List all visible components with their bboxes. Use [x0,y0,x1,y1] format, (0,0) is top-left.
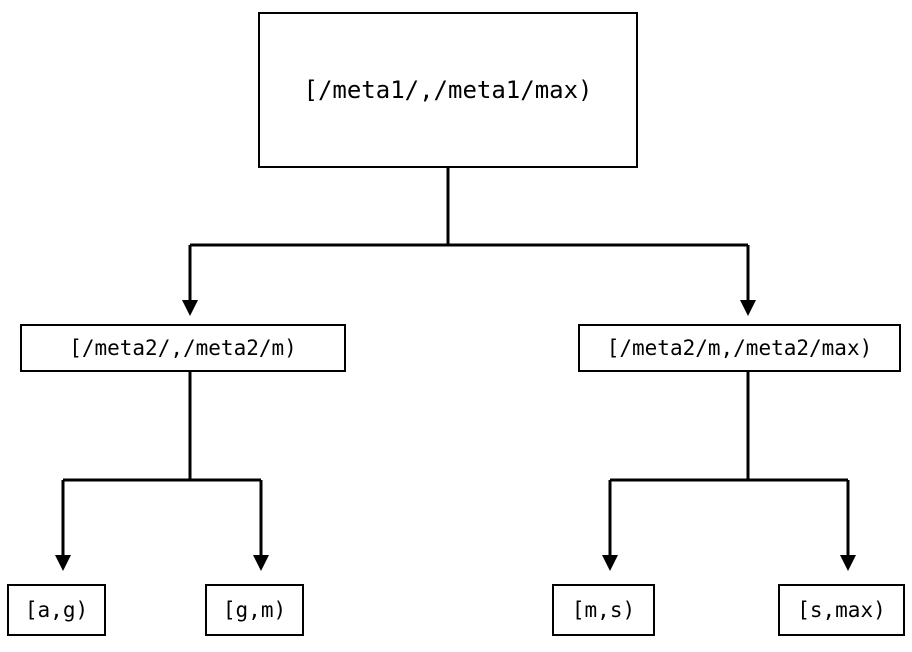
arrowhead-icon-leaf-gm [253,555,269,571]
node-leaf-smax-label: [s,max) [797,597,886,622]
node-root-label: [/meta1/,/meta1/max) [303,76,593,104]
node-leaf-ag-label: [a,g) [24,597,89,622]
node-mid-left[interactable]: [/meta2/,/meta2/m) [20,324,346,372]
arrowhead-icon-mid-right [740,300,756,316]
node-root[interactable]: [/meta1/,/meta1/max) [258,12,638,168]
arrowhead-icon-leaf-ms [602,555,618,571]
arrowhead-icon-mid-left [182,300,198,316]
node-leaf-gm-label: [g,m) [222,597,287,622]
node-mid-left-label: [/meta2/,/meta2/m) [69,335,297,360]
arrowhead-icon-leaf-ag [55,555,71,571]
node-mid-right-label: [/meta2/m,/meta2/max) [606,335,873,360]
node-leaf-gm[interactable]: [g,m) [205,584,304,636]
node-leaf-ag[interactable]: [a,g) [7,584,106,636]
node-leaf-ms[interactable]: [m,s) [552,584,655,636]
node-leaf-smax[interactable]: [s,max) [778,584,905,636]
node-leaf-ms-label: [m,s) [571,597,636,622]
node-mid-right[interactable]: [/meta2/m,/meta2/max) [578,324,901,372]
arrowhead-icon-leaf-smax [840,555,856,571]
